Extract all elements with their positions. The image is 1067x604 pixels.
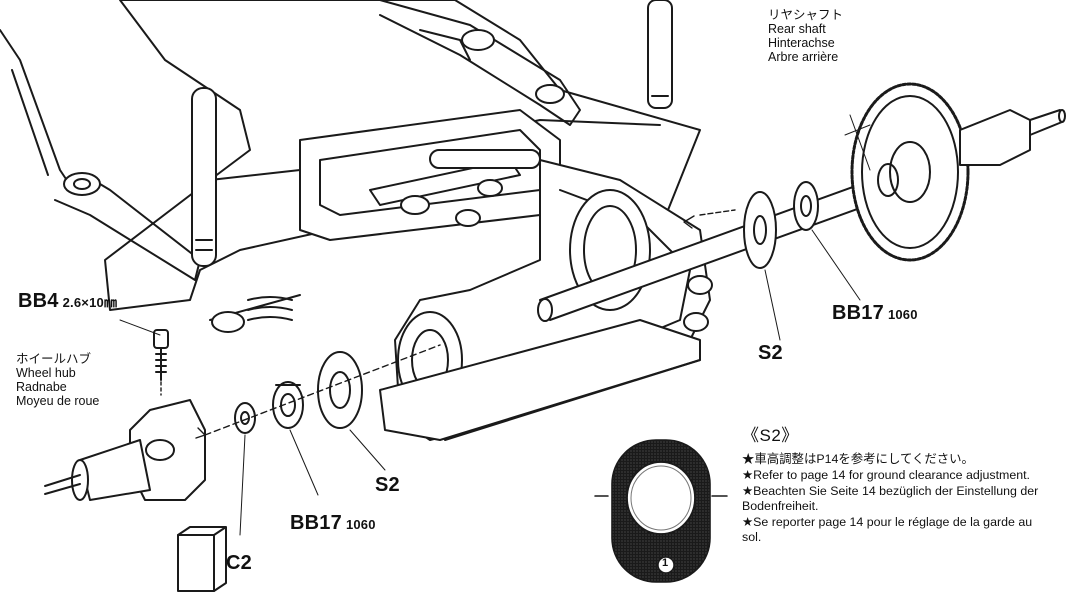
rear-shaft-fr: Arbre arrière — [768, 50, 839, 64]
bb17-left-code: BB17 — [290, 512, 342, 534]
spacer-s2-left — [317, 351, 363, 429]
wheel-hub-de: Radnabe — [16, 380, 67, 394]
bb17-left-spec: 1060 — [345, 517, 376, 532]
left-arm — [0, 29, 201, 281]
rear-shaft-de: Hinterachse — [768, 36, 835, 50]
s2-note-line-en: ★Refer to page 14 for ground clearance a… — [742, 468, 1031, 483]
s2-note-line-ja: ★車高調整はP14を参考にしてください。 — [742, 452, 974, 467]
lower-plate — [379, 319, 701, 441]
wheel-hub-fr: Moyeu de roue — [16, 394, 100, 408]
c2-block — [177, 526, 227, 592]
s2-note-line-de: ★Beachten Sie Seite 14 bezüglich der Ein… — [742, 484, 1039, 514]
body-post-left — [191, 87, 217, 267]
wheel-hub-en: Wheel hub — [16, 366, 76, 380]
body-post-right — [647, 0, 673, 109]
bb4-code: BB4 — [18, 290, 59, 312]
spring — [209, 294, 301, 333]
spacer-s2-right — [743, 191, 777, 269]
diff-hub — [959, 109, 1066, 166]
rear-shaft-en: Rear shaft — [768, 22, 826, 36]
s2-spacer-detail — [594, 439, 728, 583]
wheel-hub-part — [44, 399, 206, 501]
assembly-lines — [119, 114, 871, 536]
bb17-right-code: BB17 — [832, 302, 884, 324]
wheel-hub-label: ホイールハブ Wheel hub Radnabe Moyeu de roue — [16, 352, 99, 408]
spacer-mark: 1 — [662, 557, 669, 569]
rear-shaft-ja: リヤシャフト — [768, 8, 844, 22]
screw-bb4 — [153, 329, 169, 381]
bb4-spec: 2.6×10㎜ — [62, 295, 118, 310]
s2-note-line-fr: ★Se reporter page 14 pour le réglage de … — [742, 514, 1033, 544]
s2-left-label: S2 — [375, 474, 400, 496]
bb17-right-spec: 1060 — [887, 307, 918, 322]
bearing-bb17-left — [272, 381, 304, 429]
rear-shaft-label: リヤシャフト Rear shaft Hinterachse Arbre arri… — [768, 8, 843, 64]
c2-label: C2 — [226, 552, 252, 574]
upper-arm — [379, 0, 581, 126]
bearing-bb17-right — [793, 181, 819, 231]
wheel-hub-ja: ホイールハブ — [16, 352, 92, 366]
collar-c2 — [234, 402, 256, 434]
s2-note: 《S2》 ★車高調整はP14を参考にしてください。 ★Refer to page… — [742, 426, 1054, 546]
spur-gear — [850, 82, 970, 262]
s2-note-title: 《S2》 — [742, 426, 799, 445]
bulkhead — [299, 109, 561, 241]
s2-right-label: S2 — [758, 342, 783, 364]
